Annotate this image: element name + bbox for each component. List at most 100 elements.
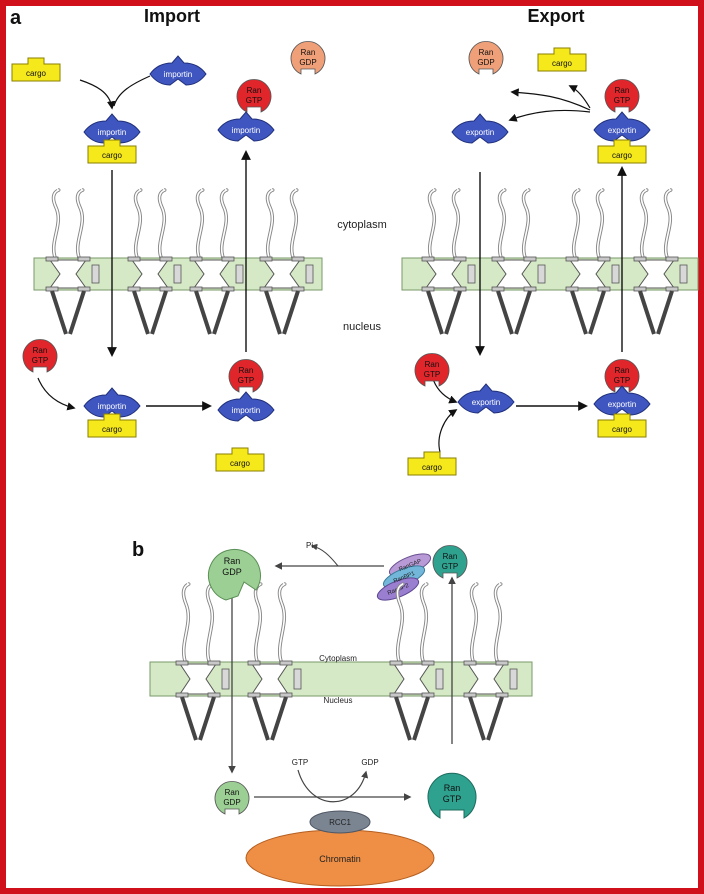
ran-label: Ran <box>225 788 240 797</box>
importin-rangtp-cyto: importin <box>217 111 275 142</box>
gtp-label: GTP <box>443 794 462 804</box>
cargo-nucleus-export: cargo <box>407 451 457 476</box>
cargo-label: cargo <box>102 425 123 434</box>
exportin-label: exportin <box>608 400 636 409</box>
ran-label: Ran <box>444 783 461 793</box>
importin-label: importin <box>98 402 126 411</box>
rcc1 <box>309 810 371 834</box>
ran-label: Ran <box>301 48 316 57</box>
gtp-gdp-exchange-arrow <box>297 769 369 803</box>
chromatin-label: Chromatin <box>319 854 361 864</box>
importin-free: importin <box>149 55 207 86</box>
rangtp-bind-arrow <box>37 377 76 411</box>
cargo-to-importin-arrow <box>79 79 116 110</box>
gtp-label: GTP <box>292 758 308 767</box>
importin-label: importin <box>164 70 192 79</box>
gtp-label: GTP <box>614 376 630 385</box>
ran-label: Ran <box>615 86 630 95</box>
cargo-label: cargo <box>612 425 633 434</box>
cargo-label: cargo <box>230 459 251 468</box>
cargo-label: cargo <box>422 463 443 472</box>
gtp-label: GTP <box>32 356 48 365</box>
gtp-label: GTP <box>246 96 262 105</box>
cargo-nucleus-import: cargo <box>87 413 137 438</box>
nuclear-pore-1 <box>45 188 100 335</box>
exportin-release-arrow <box>508 109 591 122</box>
nucleus-label-b: Nucleus <box>324 696 353 705</box>
export-cargo-arrow <box>438 409 458 453</box>
nuclear-pore-b3 <box>389 582 444 741</box>
exportin-free: exportin <box>451 113 509 144</box>
gtp-label: GTP <box>614 96 630 105</box>
cargo-trimer-cyto: cargo <box>597 139 647 164</box>
ranGDP-release-arrow <box>510 88 591 111</box>
ran-label: Ran <box>224 556 241 566</box>
cargo-trimer-nucleus: cargo <box>597 413 647 438</box>
exportin-trimer-cyto: exportin <box>593 111 651 142</box>
nuclear-pore-7 <box>565 188 620 335</box>
exportin-nucleus: exportin <box>457 383 515 414</box>
cargo-label: cargo <box>612 151 633 160</box>
cargo-in-complex: cargo <box>87 139 137 164</box>
gdp-label: GDP <box>299 58 316 67</box>
ran-label: Ran <box>239 366 254 375</box>
panel-a-label: a <box>10 7 22 29</box>
cargo-label: cargo <box>102 151 123 160</box>
cargo-released-export: cargo <box>537 47 587 72</box>
panel-b-label: b <box>132 539 144 561</box>
import-title: Import <box>144 6 200 26</box>
ran-label: Ran <box>615 366 630 375</box>
ran-label: Ran <box>425 360 440 369</box>
cargo-release-arrow <box>568 85 591 109</box>
nuclear-pore-b4 <box>463 582 518 741</box>
pi-release-arrow <box>310 543 339 567</box>
exportin-label: exportin <box>472 398 500 407</box>
cytoplasm-label-b: Cytoplasm <box>319 654 357 663</box>
gdp-label: GDP <box>223 798 240 807</box>
pi-label: Pi <box>306 541 313 550</box>
nuclear-pore-5 <box>421 188 476 335</box>
importin-rangtp-nucleus: importin <box>217 391 275 422</box>
importin-label: importin <box>232 126 260 135</box>
nuclear-pore-b2 <box>247 582 302 741</box>
export-title: Export <box>527 6 584 26</box>
importin-join-arrow <box>113 75 151 107</box>
importin-cargo-nucleus: importin <box>83 387 141 418</box>
importin-cargo-complex: importin <box>83 113 141 144</box>
ran-label: Ran <box>247 86 262 95</box>
nuclear-pore-2 <box>127 188 182 335</box>
ran-label: Ran <box>443 552 458 561</box>
exportin-label: exportin <box>466 128 494 137</box>
importin-label: importin <box>98 128 126 137</box>
gdp-label: GDP <box>477 58 494 67</box>
ran-label: Ran <box>479 48 494 57</box>
cargo-released-import: cargo <box>215 447 265 472</box>
gtp-label: GTP <box>238 376 254 385</box>
nuclear-pore-6 <box>491 188 546 335</box>
nuclear-pore-4 <box>259 188 314 335</box>
importin-label: importin <box>232 406 260 415</box>
rcc1-label: RCC1 <box>329 818 351 827</box>
ran-label: Ran <box>33 346 48 355</box>
gdp-label: GDP <box>222 567 242 577</box>
nuclear-pore-3 <box>189 188 244 335</box>
cargo-label: cargo <box>552 59 573 68</box>
gtp-label: GTP <box>442 562 458 571</box>
cargo-label: cargo <box>26 69 47 78</box>
gtp-label: GTP <box>424 370 440 379</box>
nuclear-pore-8 <box>633 188 688 335</box>
